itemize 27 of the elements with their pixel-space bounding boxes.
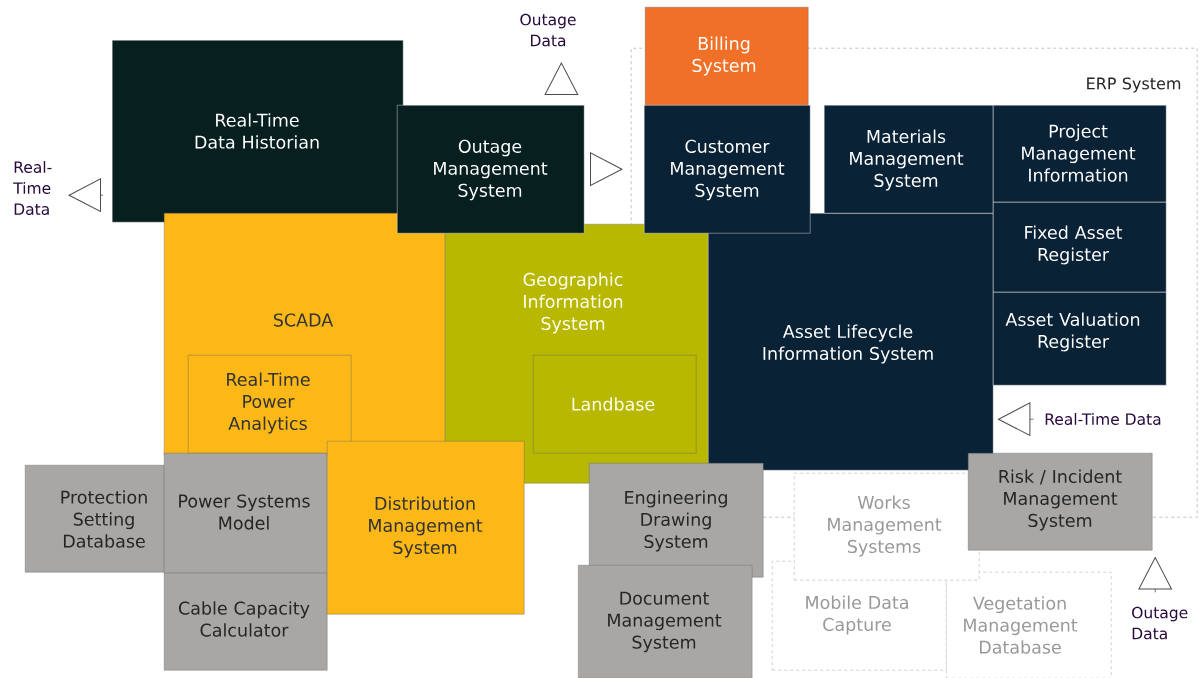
edge-label: Real-Time Data (13, 161, 52, 215)
system-box: Real-Time Power Analytics (188, 355, 352, 454)
system-box: Outage Management System (397, 105, 585, 234)
triangle-arrow (1138, 557, 1172, 593)
system-box: Materials Management System (824, 105, 994, 214)
system-box: Protection Setting Database (25, 465, 165, 573)
edge-label: Real-Time Data (1045, 413, 1161, 425)
dashed-box: Works Management Systems (794, 473, 980, 581)
system-box: Fixed Asset Register (993, 202, 1167, 293)
system-box: Cable Capacity Calculator (164, 573, 328, 671)
system-box: Project Management Information (993, 105, 1167, 203)
system-box: Power Systems Model (164, 453, 328, 574)
system-box: Customer Management System (644, 105, 811, 234)
edge-label: Outage Data (520, 13, 576, 47)
system-box: Document Management System (578, 565, 753, 678)
dashed-box: Vegetation Management Database (946, 572, 1112, 678)
triangle-arrow (589, 152, 623, 186)
triangle-arrow (68, 178, 104, 212)
system-box: Asset Valuation Register (993, 292, 1167, 386)
system-box: Risk / Incident Management System (968, 453, 1153, 551)
system-box: Landbase (533, 355, 697, 454)
triangle-arrow (544, 62, 579, 96)
edge-label: Outage Data (1132, 606, 1188, 640)
system-box: Distribution Management System (327, 441, 525, 615)
system-box: Engineering Drawing System (589, 463, 764, 578)
triangle-arrow (998, 402, 1034, 436)
system-box: Billing System (645, 7, 809, 106)
